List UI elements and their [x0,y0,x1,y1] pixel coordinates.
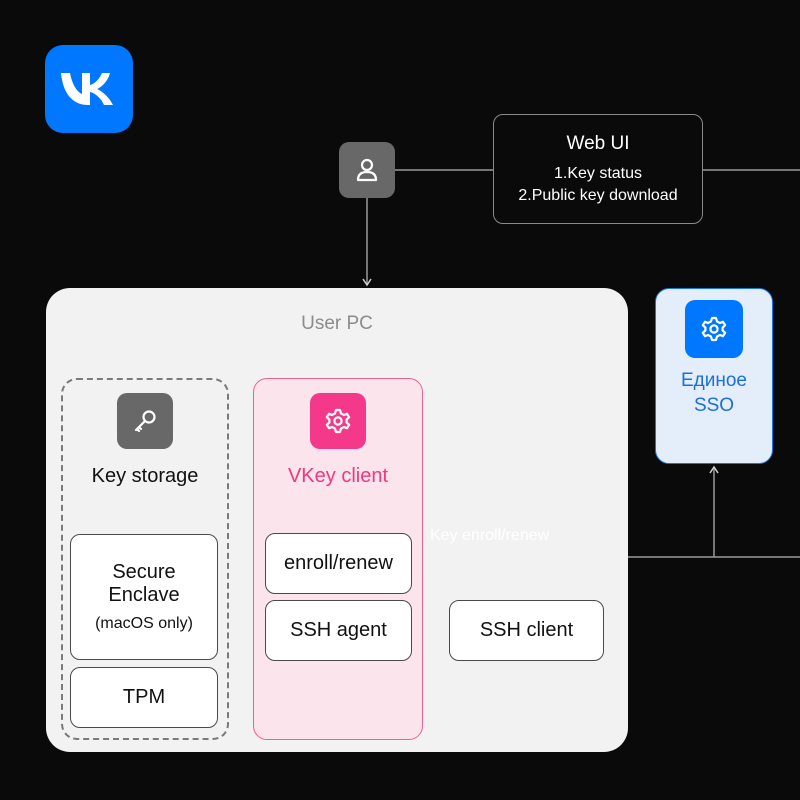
key-storage-group [61,378,229,740]
user-icon [339,142,395,198]
secure-enclave-box: Secure Enclave (macOS only) [70,534,218,660]
gear-icon [310,393,366,449]
tpm-box: TPM [70,667,218,728]
user-pc-label: User PC [301,313,373,334]
tpm-label: TPM [122,686,166,708]
vk-logo [45,45,133,133]
web-ui-item-public-key: 2.Public key download [518,187,678,204]
gear-icon [685,300,743,358]
secure-enclave-label: Secure Enclave [108,561,180,606]
web-ui-box: Web UI 1.Key status 2.Public key downloa… [493,114,703,224]
key-storage-label: Key storage [91,465,199,487]
ssh-agent-box: SSH agent [265,600,412,661]
key-enroll-edge-label: Key enroll/renew [430,527,550,544]
key-icon [117,393,173,449]
enroll-renew-box: enroll/renew [265,533,412,594]
secure-enclave-note: (macOS only) [95,615,193,632]
web-ui-item-key-status: 1.Key status [553,165,643,182]
vkey-client-label: VKey client [287,465,389,487]
ssh-agent-label: SSH agent [290,619,387,641]
ssh-client-label: SSH client [479,619,574,641]
enroll-renew-label: enroll/renew [284,552,393,574]
ssh-client-box: SSH client [449,600,604,661]
web-ui-title: Web UI [566,133,630,154]
sso-label: Единое SSO [681,370,747,416]
